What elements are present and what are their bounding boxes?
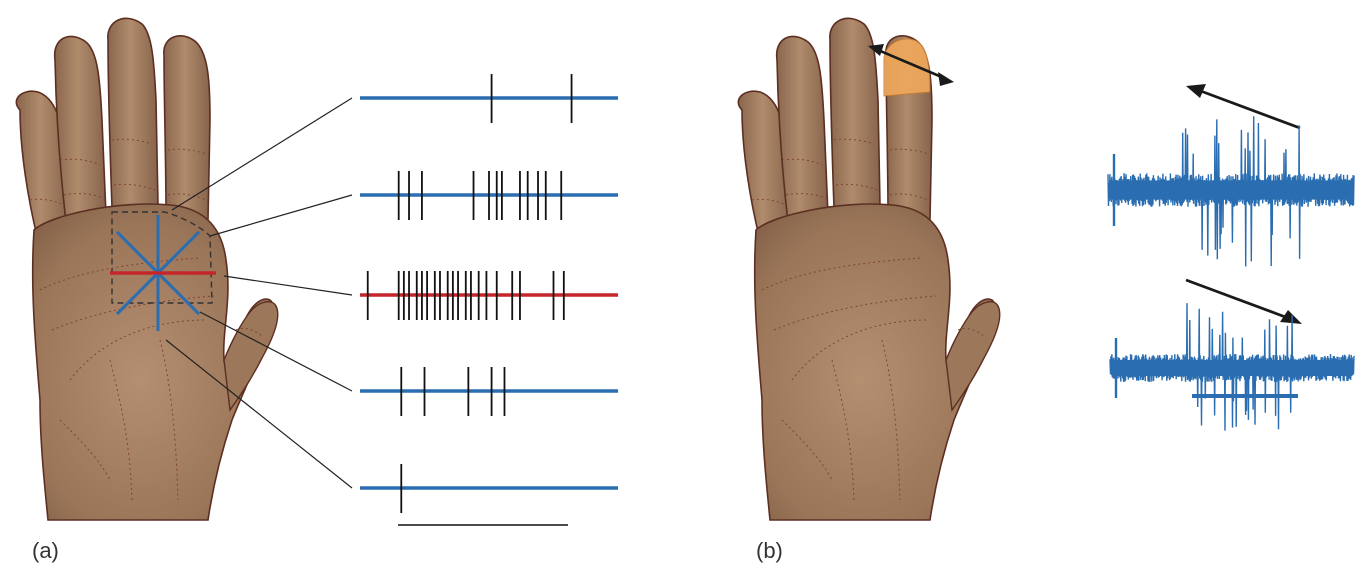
connector-line <box>223 275 353 296</box>
recording-strong-response <box>1107 116 1355 267</box>
hand-illustration-b <box>737 17 1001 521</box>
connector-line <box>171 97 353 211</box>
recording-band <box>1112 360 1352 376</box>
connector-line <box>209 194 353 237</box>
recording-weak-response <box>1109 303 1355 431</box>
direction-arrow-down-right <box>1185 278 1302 324</box>
direction-arrow-up-left <box>1186 84 1301 130</box>
star-of-lines-icon <box>110 215 216 331</box>
panel-label-b: (b) <box>756 538 783 563</box>
connector-line <box>199 311 353 392</box>
hand-illustration-a <box>15 17 279 521</box>
recording-band <box>1110 180 1352 200</box>
panel-label-a: (a) <box>32 538 59 563</box>
stimulus-patch <box>883 38 931 97</box>
connector-lines <box>165 97 353 489</box>
double-headed-arrow-icon <box>868 44 954 86</box>
receptive-field-box <box>111 211 213 304</box>
spike-traces <box>360 74 618 513</box>
connector-line <box>165 339 353 489</box>
